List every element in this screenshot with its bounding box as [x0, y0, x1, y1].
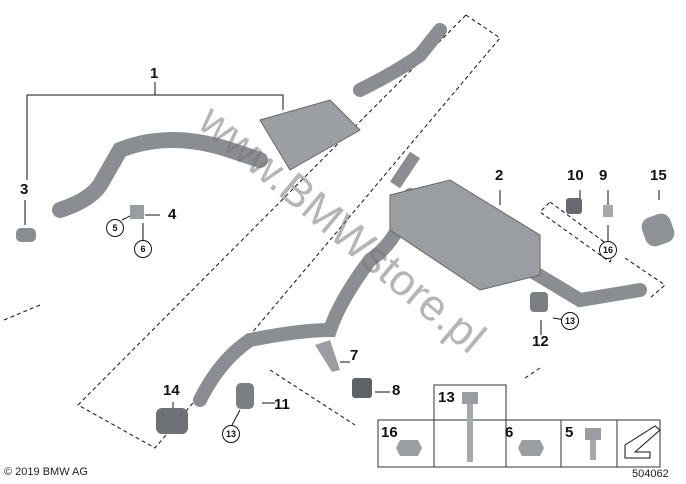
hardware-boxes: [377, 384, 661, 468]
direction-arrow-icon: [624, 425, 661, 459]
rubber-mount-12: [530, 292, 548, 312]
callout-15: 15: [650, 167, 667, 184]
callout-12: 12: [532, 333, 549, 350]
nut-16-icon: [396, 440, 422, 456]
callout-8: 8: [392, 382, 401, 399]
callout-13: 13: [561, 312, 579, 330]
exhaust-pipes: [52, 23, 647, 407]
callout-10: 10: [567, 167, 584, 184]
bracket-4: [130, 205, 144, 219]
hardware-label-5: 5: [565, 424, 574, 441]
callout-6: 6: [134, 240, 152, 258]
diagram-id: 504062: [632, 468, 669, 480]
hardware-label-13: 13: [438, 389, 455, 406]
clamp-14: [156, 408, 188, 434]
callout-13: 13: [222, 425, 240, 443]
bracket-7: [315, 340, 340, 372]
rubber-mount-8: [352, 378, 372, 398]
bolt-13-icon: [462, 392, 478, 404]
callout-3: 3: [20, 181, 29, 198]
callout-4: 4: [168, 206, 177, 223]
bolt-5-icon: [585, 428, 601, 440]
callout-1: 1: [150, 65, 159, 82]
clamp: [16, 228, 36, 242]
hardware-label-16: 16: [381, 424, 398, 441]
copyright: © 2019 BMW AG: [4, 466, 88, 478]
callout-7: 7: [350, 347, 359, 364]
nut-6-icon: [518, 440, 544, 456]
hardware-label-6: 6: [505, 424, 514, 441]
tailpipe-trim: [641, 213, 675, 247]
rubber-mount-10: [566, 198, 582, 214]
rear-silencer: [389, 179, 541, 291]
callout-11: 11: [274, 396, 290, 413]
rubber-mount-11: [236, 383, 254, 409]
catalytic-converter: [259, 99, 361, 171]
bracket-1: [27, 94, 284, 110]
callout-5: 5: [106, 219, 124, 237]
callout-9: 9: [599, 167, 608, 184]
callout-2: 2: [495, 167, 504, 184]
assembly-dashed-outline: [3, 14, 666, 449]
callout-14: 14: [163, 382, 180, 399]
bolt-9: [603, 205, 613, 217]
callout-16: 16: [599, 241, 617, 259]
